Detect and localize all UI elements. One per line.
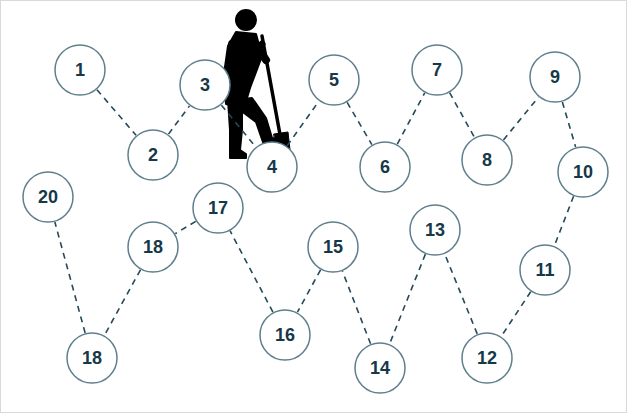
step-number: 14 [370,359,390,377]
circle-shape [462,135,512,185]
step-number: 7 [432,61,442,79]
circle-shape [260,310,310,360]
step-number: 11 [535,261,554,279]
step-number: 9 [550,68,560,86]
circle-shape [558,147,608,197]
step-number: 1 [75,61,85,79]
dashed-connector [55,222,85,333]
step-circle: 15 [307,221,359,273]
circle-shape [520,245,570,295]
step-number: 18 [82,349,102,367]
step-number: 3 [200,76,210,94]
dashed-connector [175,221,195,233]
circle-shape [247,142,297,192]
circle-shape [309,55,359,105]
step-number: 16 [275,326,295,344]
step-circle: 8 [461,134,513,186]
dashed-connector [297,270,320,312]
step-number: 6 [380,158,390,176]
step-number: 12 [477,349,497,367]
digger-silhouette [224,9,290,158]
circle-shape [128,130,178,180]
step-circle: 13 [409,204,461,256]
dashed-connector [221,105,255,147]
step-circle: 9 [529,51,581,103]
dashed-connector [105,270,141,335]
step-number: 10 [573,163,593,181]
step-circle: 7 [411,44,463,96]
head [235,9,257,31]
circle-shape [410,205,460,255]
dashed-connector [97,90,136,136]
step-number: 15 [323,238,343,256]
step-circle: 16 [259,309,311,361]
step-circle: 5 [308,54,360,106]
arm-fore [228,44,262,74]
circle-shape [530,52,580,102]
dashed-connector [554,196,573,246]
circle-shape [193,183,243,233]
step-number: 17 [208,199,228,217]
step-circle: 20 [22,171,74,223]
step-circle: 18 [127,221,179,273]
dashed-connector [450,93,475,138]
step-number: 18 [143,238,163,256]
step-number: 20 [38,188,58,206]
step-circle: 3 [179,59,231,111]
step-circle: 11 [519,244,571,296]
step-circle: 12 [461,332,513,384]
step-circle: 2 [127,129,179,181]
dashed-connector [230,231,273,312]
circle-shape [308,222,358,272]
dashed-connector [390,254,426,344]
circle-shape [67,333,117,383]
circle-shape [462,333,512,383]
step-number: 4 [267,158,277,176]
dashed-connector [445,254,477,334]
dashed-connector [562,102,575,147]
step-circle: 4 [246,141,298,193]
circle-shape [355,343,405,393]
step-number: 13 [425,221,445,239]
dashed-connector [503,97,538,140]
circle-shape [23,172,73,222]
dashed-connector [342,271,370,344]
circle-shape [360,142,410,192]
step-circle: 1 [54,44,106,96]
circle-shape [180,60,230,110]
dashed-connector [169,106,190,134]
circle-shape [412,45,462,95]
dashed-connector [397,93,424,144]
step-circle: 6 [359,141,411,193]
circle-shape [55,45,105,95]
circle-shape [128,222,178,272]
step-number: 5 [329,71,339,89]
dashed-connector [287,101,319,146]
step-circle: 17 [192,182,244,234]
leg-digging [236,98,280,145]
step-circle: 10 [557,146,609,198]
step-number: 8 [482,151,492,169]
dashed-connector [501,292,530,337]
dashed-connector [347,102,372,144]
step-circle: 14 [354,342,406,394]
step-circle: 18 [66,332,118,384]
step-number: 2 [148,146,158,164]
